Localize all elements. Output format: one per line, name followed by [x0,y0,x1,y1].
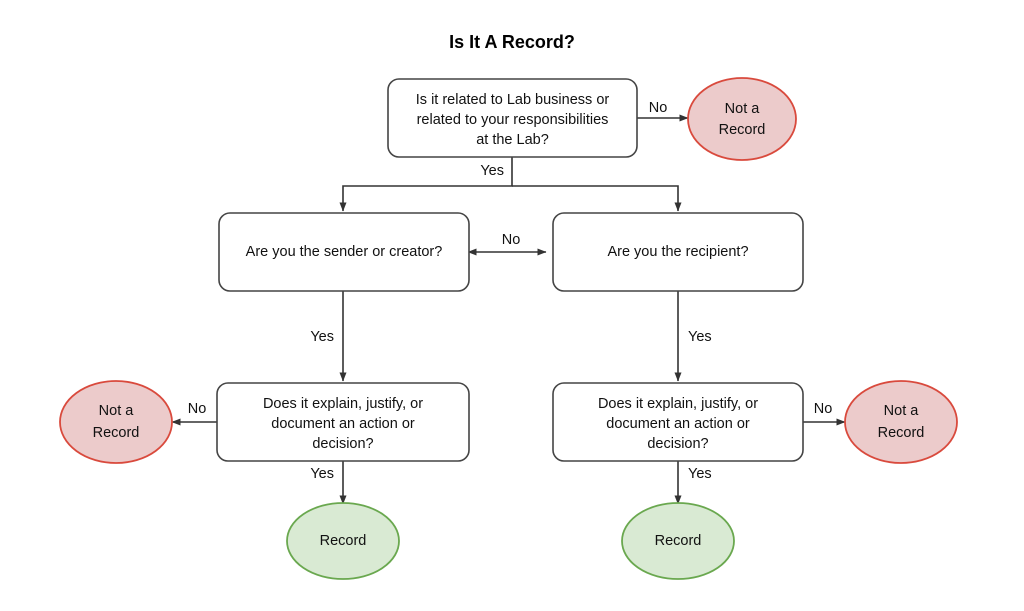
node-not-a-record-top-line2: Record [719,122,766,138]
node-not-a-record-right-shape [844,380,958,464]
node-record-left[interactable]: Record [286,502,400,580]
node-q3-left-explain-justify-document[interactable]: Does it explain, justify, or document an… [216,382,470,462]
edge-label-q2-right-yes: Yes [688,329,712,345]
node-record-left-shape [286,502,400,580]
edge-q1-to-q2-left [339,157,513,212]
node-record-right-line1: Record [655,533,702,549]
node-q2-left-shape [218,212,470,292]
edge-q1-to-q2-right [512,185,682,212]
edge-label-q1-yes: Yes [480,163,504,179]
node-q2-right-line1: Are you the recipient? [607,244,748,260]
edge-label-q3-left-yes: Yes [310,466,334,482]
node-not-a-record-top[interactable]: Not a Record [687,77,797,161]
node-q3-left-line1: Does it explain, justify, or [263,396,423,412]
node-q2-left-line1: Are you the sender or creator? [246,244,443,260]
node-q3-right-line2: document an action or [606,416,750,432]
node-not-a-record-left-shape [59,380,173,464]
node-q1-lab-business[interactable]: Is it related to Lab business or related… [387,78,638,158]
node-q1-line3: at the Lab? [476,132,549,148]
node-q2-sender-or-creator[interactable]: Are you the sender or creator? [218,212,470,292]
edge-label-q2-no: No [502,232,521,248]
node-not-a-record-top-shape [687,77,797,161]
edge-label-q3-right-no: No [814,401,833,417]
node-q3-right-shape [552,382,804,462]
node-not-a-record-right[interactable]: Not a Record [844,380,958,464]
node-not-a-record-right-line2: Record [878,425,925,441]
node-not-a-record-left-line2: Record [93,425,140,441]
node-not-a-record-left-line1: Not a [99,403,135,419]
node-q3-left-shape [216,382,470,462]
node-q1-shape [387,78,638,158]
page-title: Is It A Record? [449,32,575,52]
edge-label-q3-right-yes: Yes [688,466,712,482]
edge-label-q2-left-yes: Yes [310,329,334,345]
node-not-a-record-top-line1: Not a [725,101,761,117]
node-not-a-record-right-line1: Not a [884,403,920,419]
node-q3-left-line2: document an action or [271,416,415,432]
node-q3-right-line1: Does it explain, justify, or [598,396,758,412]
node-q1-line2: related to your responsibilities [417,112,609,128]
node-not-a-record-left[interactable]: Not a Record [59,380,173,464]
edge-label-q3-left-no: No [188,401,207,417]
node-q1-line1: Is it related to Lab business or [416,92,610,108]
edge-label-q1-no: No [649,100,668,116]
node-q2-recipient[interactable]: Are you the recipient? [552,212,804,292]
node-q3-right-line3: decision? [647,436,708,452]
node-record-left-line1: Record [320,533,367,549]
node-record-right[interactable]: Record [621,502,735,580]
node-q2-right-shape [552,212,804,292]
node-q3-left-line3: decision? [312,436,373,452]
node-record-right-shape [621,502,735,580]
node-q3-right-explain-justify-document[interactable]: Does it explain, justify, or document an… [552,382,804,462]
